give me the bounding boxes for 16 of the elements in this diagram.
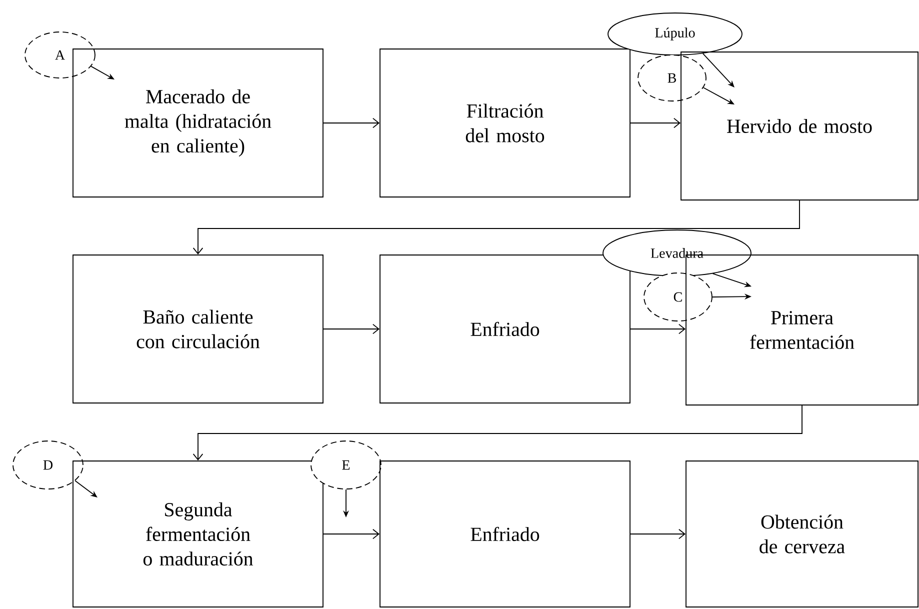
process-box: Macerado de malta (hidratación en caliente)	[72, 48, 324, 198]
arrow	[323, 528, 380, 540]
process-box: Enfriado	[380, 460, 630, 608]
arrow	[192, 200, 800, 255]
process-box: Enfriado	[380, 254, 630, 404]
process-box: Hervido de mosto	[680, 52, 918, 200]
process-box: Obtención de cerveza	[686, 460, 918, 608]
process-box: Baño caliente con circulación	[72, 254, 324, 404]
arrow	[630, 528, 686, 540]
arrow	[323, 118, 380, 128]
arrow	[192, 405, 802, 461]
process-box: Segunda fermentación o maduración	[72, 460, 324, 608]
arrow	[323, 324, 380, 334]
arrow	[630, 118, 681, 128]
arrow	[630, 324, 686, 334]
process-box: Filtración del mosto	[380, 48, 630, 198]
